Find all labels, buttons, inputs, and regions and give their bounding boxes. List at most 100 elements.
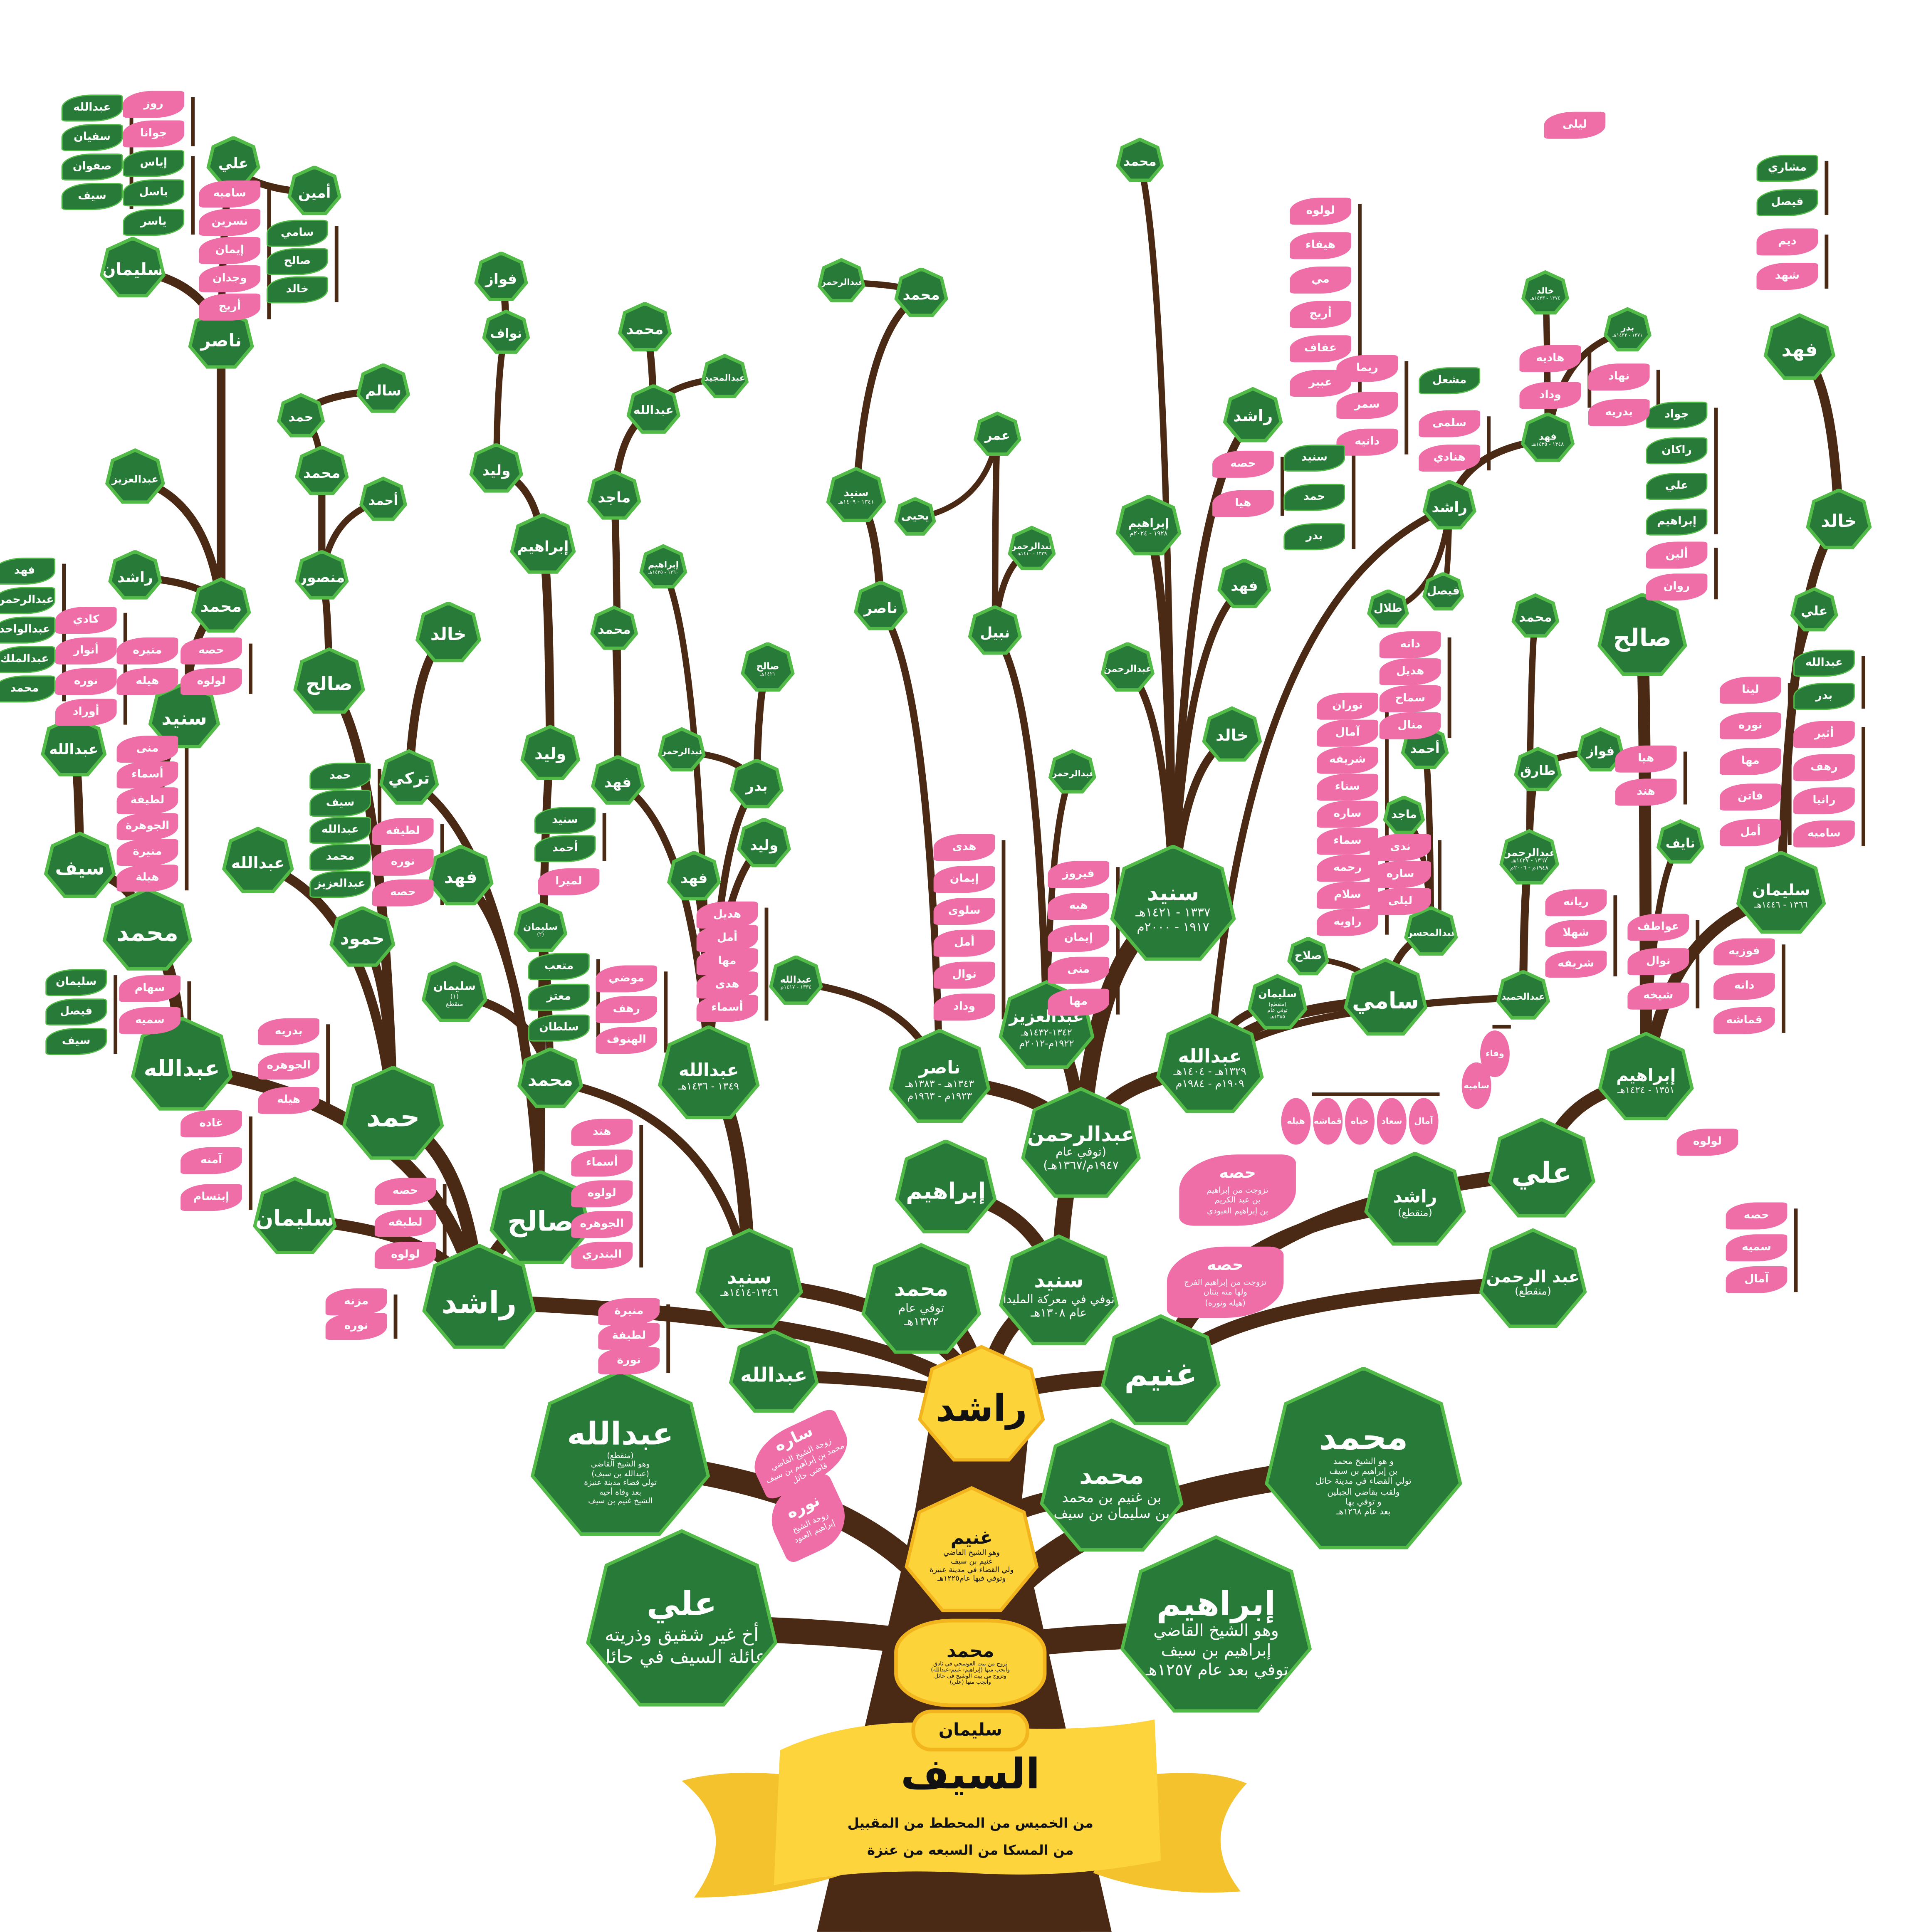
node-detail: ١٣٤٦-١٤١٤هـ xyxy=(720,1287,778,1300)
family-node: محمد xyxy=(191,577,251,633)
node-name: محمد xyxy=(303,464,341,482)
family-node: راشد(منقطع) xyxy=(1364,1151,1466,1246)
family-node: محمد xyxy=(517,1047,583,1108)
node-name: فهد xyxy=(604,773,632,791)
node-name: نايف xyxy=(1665,836,1695,851)
node-detail: ١٩٢٢م-٢٠١٢م xyxy=(1019,1038,1074,1050)
node-name: عبدالعزيز xyxy=(111,472,159,485)
node-name: سنيد xyxy=(1147,881,1199,907)
son-leaf: متعب xyxy=(528,953,590,980)
node-name: محمد xyxy=(894,1277,949,1302)
branch-line xyxy=(1206,504,1453,1072)
daughter-leaf: هيا xyxy=(1615,745,1677,773)
node-name: ماجد xyxy=(1391,810,1417,823)
son-leaf: معتز xyxy=(528,983,590,1011)
daughter-leaf: هيله xyxy=(116,668,178,695)
node-name: إبراهيم xyxy=(1616,1065,1676,1086)
node-detail: تولي القضاء في مدينة حائل xyxy=(1315,1476,1412,1487)
daughter-leaf: منيرة xyxy=(116,839,178,866)
daughter-leaf: فوزيه xyxy=(1713,938,1775,966)
daughter-leaf: نوره xyxy=(325,1313,387,1340)
daughter-leaf: مها xyxy=(1719,748,1781,775)
node-detail: ١٣٨٥هـ xyxy=(1270,1013,1285,1020)
node-name: عبدالله xyxy=(567,1416,674,1453)
node-name: محمد xyxy=(527,1070,573,1091)
family-node: عبدالعزيز xyxy=(105,448,165,504)
daughter-leaf: منيره xyxy=(116,637,178,665)
node-name: إبراهيم xyxy=(517,538,569,556)
daughter-leaf: الهنوف xyxy=(596,1027,658,1054)
daughter-leaf: جوانا xyxy=(123,120,185,148)
family-node: فهد xyxy=(1763,313,1836,380)
node-detail: عام ١٣٠٨هـ xyxy=(1031,1307,1087,1321)
daughter-leaf: دانيه xyxy=(1336,428,1398,456)
son-leaf: سليمان xyxy=(45,969,107,996)
son-leaf: محمد xyxy=(0,675,55,703)
son-leaf: سيف xyxy=(309,790,371,817)
daughter-leaf: هنادي xyxy=(1419,445,1480,472)
son-leaf: مشاري xyxy=(1756,155,1818,182)
daughter-leaf: لطيفة xyxy=(116,787,178,815)
node-name: صالح xyxy=(756,660,779,672)
node-detail: توفي في معركة المليدا xyxy=(1003,1293,1115,1307)
son-leaf: حمد xyxy=(1283,484,1345,511)
daughter-leaf: مزنه xyxy=(325,1288,387,1316)
node-detail: (١) xyxy=(450,993,459,1001)
node-name: فواز xyxy=(485,270,517,288)
node-detail: وتوفي فيها عام١٢٢٥هـ xyxy=(937,1575,1006,1584)
node-name: عبدالله xyxy=(231,854,285,873)
son-leaf: عبدالرحمن xyxy=(0,587,55,614)
son-leaf: جواد xyxy=(1646,401,1708,429)
branch-line xyxy=(538,542,555,760)
family-node: محمد xyxy=(894,267,948,317)
daughter-leaf: لولوه xyxy=(180,668,242,695)
daughter-leaf: الجوهرة xyxy=(116,813,178,840)
daughter-leaf: قماشه xyxy=(1713,1007,1775,1034)
family-node: عبدالرحمن xyxy=(1100,642,1155,692)
node-detail: الشيخ غنيم بن سيف xyxy=(588,1497,653,1506)
family-node: يحيى xyxy=(894,497,936,536)
family-node: حمد xyxy=(342,1065,444,1160)
node-name: طارق xyxy=(1520,763,1556,778)
daughter-leaf: بدريه xyxy=(1588,399,1650,426)
family-node: حمد xyxy=(277,393,325,437)
family-node: فهد xyxy=(591,754,645,805)
son-leaf: فيصل xyxy=(45,998,107,1026)
daughter-leaf: ريما xyxy=(1336,355,1398,382)
node-name: عبدالرحمن xyxy=(1049,768,1095,778)
node-name: راشد xyxy=(1432,499,1467,516)
daughter-leaf: فاتن xyxy=(1719,783,1781,811)
family-node: راشد xyxy=(1223,387,1283,442)
node-name: محمد xyxy=(200,598,242,617)
banner-ribbon xyxy=(682,1719,1247,1932)
node-detail: وأنجب منها (علي) xyxy=(949,1680,991,1687)
node-detail: ١٣٤٣هـ - ١٣٨٣هـ xyxy=(905,1079,974,1090)
son-leaf: فيصل xyxy=(1756,189,1818,216)
node-name: فهد xyxy=(444,868,477,888)
son-leaf: خالد xyxy=(266,276,328,304)
son-leaf: سامي xyxy=(266,220,328,247)
node-detail: ١٩٠٩م - ١٩٨٤م xyxy=(1175,1079,1244,1092)
node-name: صلاح xyxy=(1294,951,1322,964)
daughter-leaf: أريج xyxy=(1290,301,1351,328)
node-name: عبدالله xyxy=(678,1061,739,1081)
son-leaf: راكان xyxy=(1646,437,1708,464)
node-detail: أخ غير شقيق وذريته xyxy=(604,1623,759,1646)
daughter-leaf: منيرة xyxy=(598,1298,660,1325)
family-node: سليمان(٢) xyxy=(513,902,568,952)
daughter-leaf: عواطف xyxy=(1627,914,1689,941)
daughter-leaf: آمال xyxy=(1409,1098,1439,1145)
node-detail: توفي بعد عام ١٢٥٧هـ xyxy=(1144,1662,1288,1680)
node-detail: وهو الشيخ القاضي xyxy=(591,1460,650,1469)
family-node: وليد xyxy=(737,817,791,867)
family-node: عبدالله(منقطع)وهو الشيخ القاضي(عبدالله ب… xyxy=(530,1369,710,1536)
node-name: صالح xyxy=(1613,624,1672,652)
